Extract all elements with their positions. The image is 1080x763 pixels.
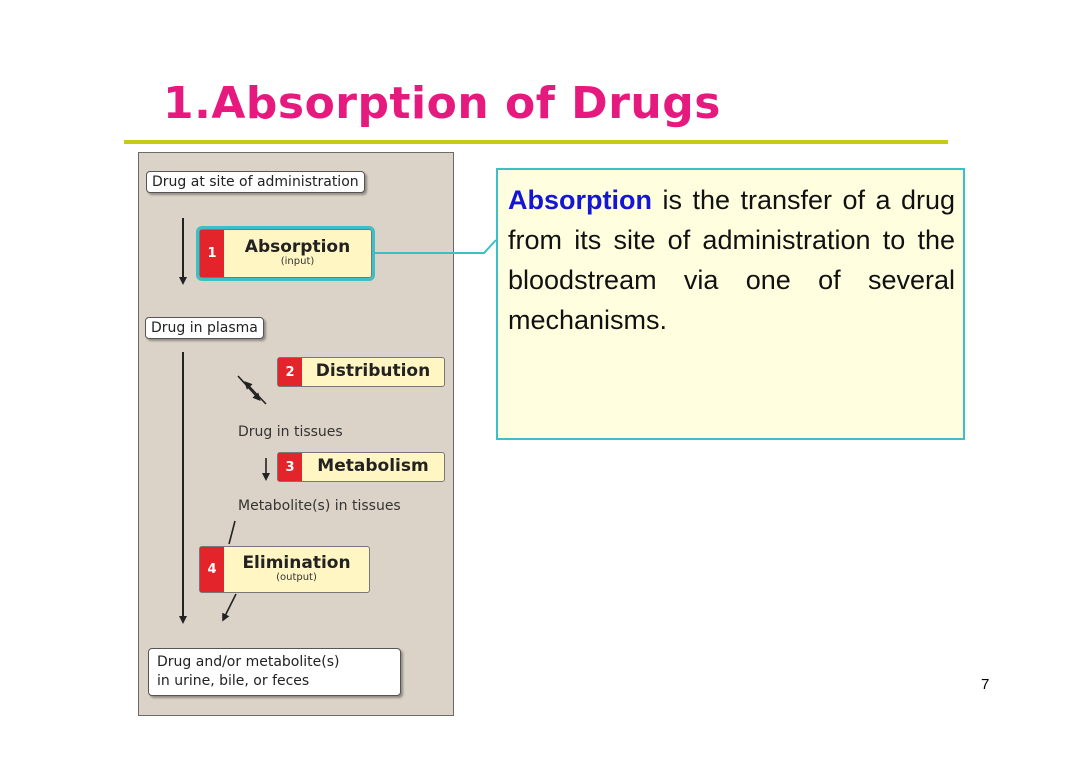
step-absorption: 1 Absorption (input) xyxy=(199,229,372,278)
connector-metabolites-to-elimination xyxy=(228,520,236,545)
title-underline xyxy=(124,140,948,144)
node-metabolites-in-tissues: Metabolite(s) in tissues xyxy=(238,498,401,514)
arrow-distribution-in xyxy=(244,381,267,405)
step-elimination: 4 Elimination (output) xyxy=(199,546,370,593)
node-excreted-line2: in urine, bile, or feces xyxy=(157,673,310,689)
step-number-badge: 4 xyxy=(200,547,224,592)
step-metabolism: 3 Metabolism xyxy=(277,452,445,482)
node-drug-at-site: Drug at site of administration xyxy=(146,171,365,193)
page-number: 7 xyxy=(981,676,990,693)
node-excreted: Drug and/or metabolite(s) in urine, bile… xyxy=(148,648,401,696)
arrow-distribution-out xyxy=(237,375,261,401)
step-number-badge: 3 xyxy=(278,453,302,481)
step-label: Distribution xyxy=(315,361,431,382)
step-sublabel: (output) xyxy=(276,572,317,584)
slide-title: 1.Absorption of Drugs xyxy=(163,78,721,129)
node-drug-in-plasma: Drug in plasma xyxy=(145,317,264,339)
step-sublabel: (input) xyxy=(280,256,315,268)
callout-connector xyxy=(375,239,497,254)
arrow-elimination-to-excreted xyxy=(222,593,237,622)
node-excreted-line1: Drug and/or metabolite(s) xyxy=(157,654,340,670)
step-number-badge: 2 xyxy=(278,358,302,386)
step-label: Elimination xyxy=(242,553,351,574)
step-label: Absorption xyxy=(244,237,351,258)
step-distribution: 2 Distribution xyxy=(277,357,445,387)
node-drug-in-tissues: Drug in tissues xyxy=(238,424,343,440)
defined-term: Absorption xyxy=(508,185,652,215)
step-number-badge: 1 xyxy=(200,230,224,277)
step-label: Metabolism xyxy=(317,456,429,477)
absorption-highlight-frame xyxy=(196,226,375,281)
definition-text: is the transfer of a drug from its site … xyxy=(508,185,955,335)
definition-callout: Absorption is the transfer of a drug fro… xyxy=(496,168,965,440)
